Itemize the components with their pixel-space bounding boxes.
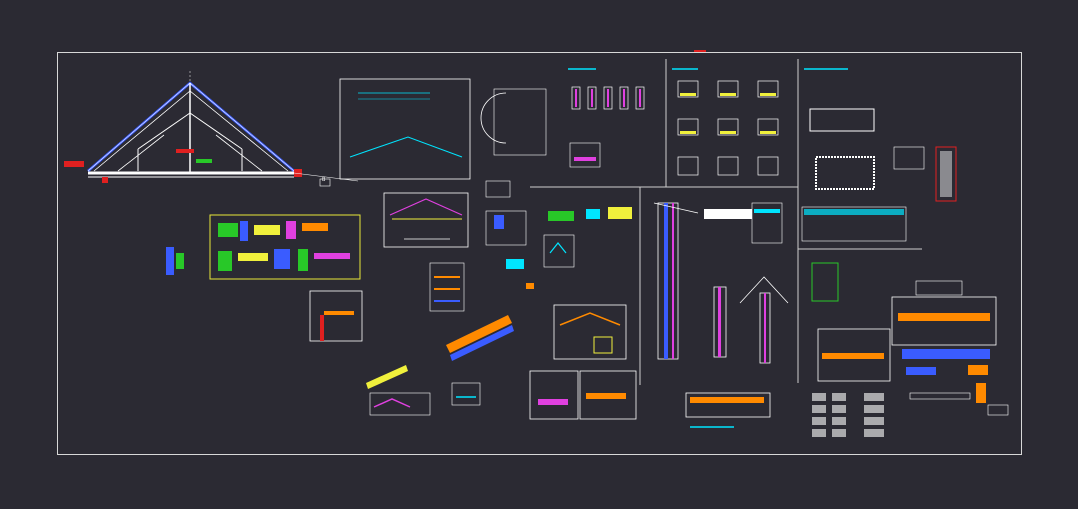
roof-truss-elevation (64, 59, 1009, 437)
sheet-marker (694, 50, 706, 52)
truss-callout: B (322, 177, 326, 183)
drawing-sheet-frame: B (57, 52, 1022, 455)
yellow-details-panel (209, 214, 361, 280)
